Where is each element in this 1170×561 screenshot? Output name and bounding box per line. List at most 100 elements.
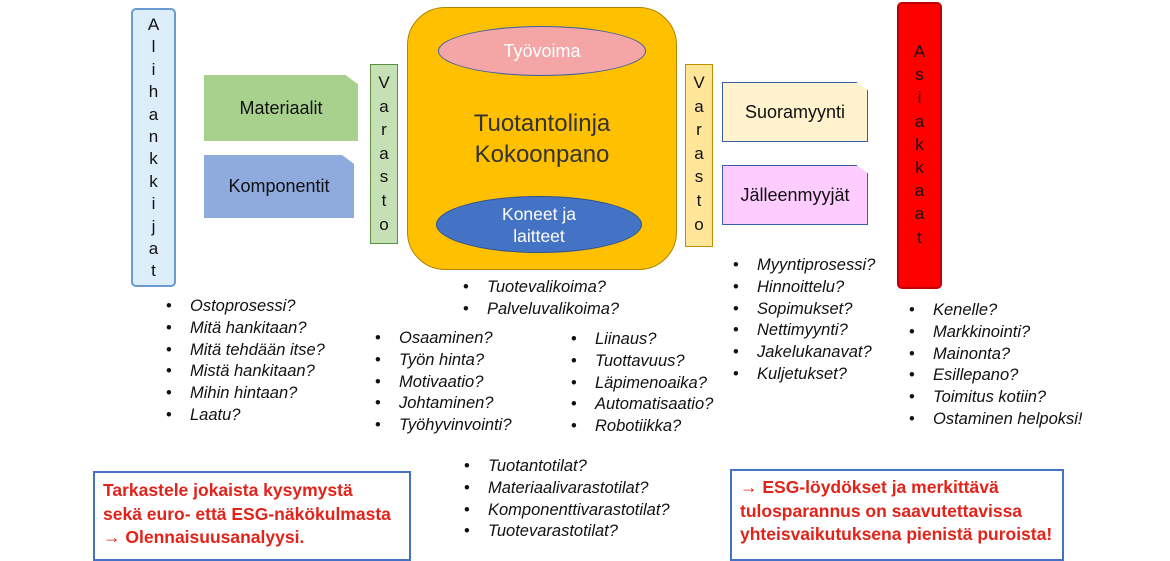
question-item: Laatu? [166,405,325,427]
vertical-letter: A [147,15,160,34]
question-item: Nettimyynti? [733,320,875,342]
question-item: Johtaminen? [375,393,512,415]
vertical-letter: i [917,88,922,108]
tuotantolinja-title: Tuotantolinja Kokoonpano [407,108,677,170]
vertical-letter: k [915,158,924,178]
esg-tulosparannus-box: → ESG-löydökset ja merkittävä tulosparan… [730,469,1064,561]
question-item: Esillepano? [909,365,1083,387]
question-item: Hinnoittelu? [733,277,875,299]
materiaalit-label: Materiaalit [239,97,323,118]
tyovoima-label: Työvoima [503,40,581,61]
question-item: Tuotevarastotilat? [464,521,670,543]
vertical-letter: a [914,181,925,201]
vertical-letter: a [694,143,704,163]
right-box-line2: tulosparannus on saavutettavissa [740,500,1023,521]
vertical-letter: o [694,214,704,234]
question-item: Osaaminen? [375,328,512,350]
workforce-questions: Osaaminen?Työn hinta?Motivaatio?Johtamin… [375,328,512,437]
question-item: Komponenttivarastotilat? [464,500,670,522]
vertical-letter: o [379,214,389,234]
question-item: Liinaus? [571,329,713,351]
question-item: Kenelle? [909,300,1083,322]
vertical-letter: r [696,120,702,140]
question-item: Tuotantotilat? [464,456,670,478]
left-box-line1: Tarkastele jokaista kysymystä [103,480,353,500]
vertical-letter: s [379,167,389,187]
vertical-letter: a [379,96,389,116]
vertical-letter: a [694,96,704,116]
vertical-letter: A [913,42,926,61]
question-item: Jakelukanavat? [733,342,875,364]
vertical-letter: i [151,59,156,79]
question-item: Materiaalivarastotilat? [464,478,670,500]
vertical-letter: l [151,37,156,57]
question-item: Tuottavuus? [571,351,713,373]
question-item: Mitä hankitaan? [166,318,325,340]
question-item: Markkinointi? [909,322,1083,344]
vertical-letter: s [915,65,924,85]
vertical-letter: n [148,127,159,147]
question-item: Mistä hankitaan? [166,361,325,383]
vertical-letter: h [148,82,159,102]
vertical-letter: t [151,261,156,281]
vertical-letter: k [149,149,158,169]
vertical-letter: r [381,120,387,140]
komponentit-box: Komponentit [204,155,354,218]
facilities-questions: Tuotantotilat?Materiaalivarastotilat?Kom… [464,456,670,543]
question-item: Kuljetukset? [733,364,875,386]
question-item: Sopimukset? [733,299,875,321]
sales-questions: Myyntiprosessi?Hinnoittelu?Sopimukset?Ne… [733,255,875,386]
right-box-line3: yhteisvaikutuksena pienistä puroista! [740,524,1053,544]
vertical-letter: s [694,167,704,187]
koneet-ellipse: Koneet ja laitteet [436,196,642,253]
vertical-letter: V [378,73,390,92]
jalleenmyyjat-box: Jälleenmyyjät [722,165,868,225]
vertical-letter: a [148,104,159,124]
left-box-line2: sekä euro- että ESG-näkökulmasta [103,503,391,524]
vertical-letter: i [151,194,156,214]
supplier-questions: Ostoprosessi?Mitä hankitaan?Mitä tehdään… [166,296,325,427]
vertical-letter: a [914,111,925,131]
komponentit-label: Komponentit [228,176,330,196]
question-item: Palveluvalikoima? [463,299,619,321]
vertical-letter: V [693,73,705,92]
question-item: Ostaminen helpoksi! [909,409,1082,431]
kokoonpano-line2: Kokoonpano [474,141,610,168]
left-box-line3: → Olennaisuusanalyysi. [103,527,305,547]
koneet-line2: laitteet [513,225,565,246]
tuotantolinja-line1: Tuotantolinja [473,110,611,137]
question-item: Ostoprosessi? [166,296,325,318]
customer-questions: Kenelle?Markkinointi?Mainonta?Esillepano… [909,300,1083,431]
vertical-letter: t [917,227,922,247]
question-item: Toimitus kotiin? [909,387,1083,409]
question-item: Mitä tehdään itse? [166,340,325,362]
question-item: Työhyvinvointi? [375,415,511,437]
question-item: Motivaatio? [375,372,512,394]
tyovoima-ellipse: Työvoima [438,26,646,76]
right-box-line1: → ESG-löydökset ja merkittävä [740,477,999,497]
product-questions: Tuotevalikoima?Palveluvalikoima? [463,277,619,321]
question-item: Mainonta? [909,344,1083,366]
olennaisuusanalyysi-box: Tarkastele jokaista kysymystä sekä euro-… [93,471,411,561]
materiaalit-box: Materiaalit [204,75,358,141]
jalleenmyyjat-label: Jälleenmyyjät [740,184,850,205]
question-item: Robotiikka? [571,416,713,438]
question-item: Mihin hintaan? [166,383,325,405]
vertical-letter: k [915,134,924,154]
vertical-letter: j [151,216,156,236]
vertical-letter: a [148,239,159,259]
vertical-letter: t [381,190,387,210]
machines-questions: Liinaus?Tuottavuus?Läpimenoaika?Automati… [571,329,713,438]
koneet-line1: Koneet ja [502,203,576,224]
question-item: Työn hinta? [375,350,512,372]
suoramyynti-label: Suoramyynti [744,101,846,122]
suoramyynti-box: Suoramyynti [722,82,868,142]
vertical-letter: a [914,204,925,224]
question-item: Automatisaatio? [571,394,713,416]
vertical-letter: t [696,190,702,210]
question-item: Tuotevalikoima? [463,277,619,299]
